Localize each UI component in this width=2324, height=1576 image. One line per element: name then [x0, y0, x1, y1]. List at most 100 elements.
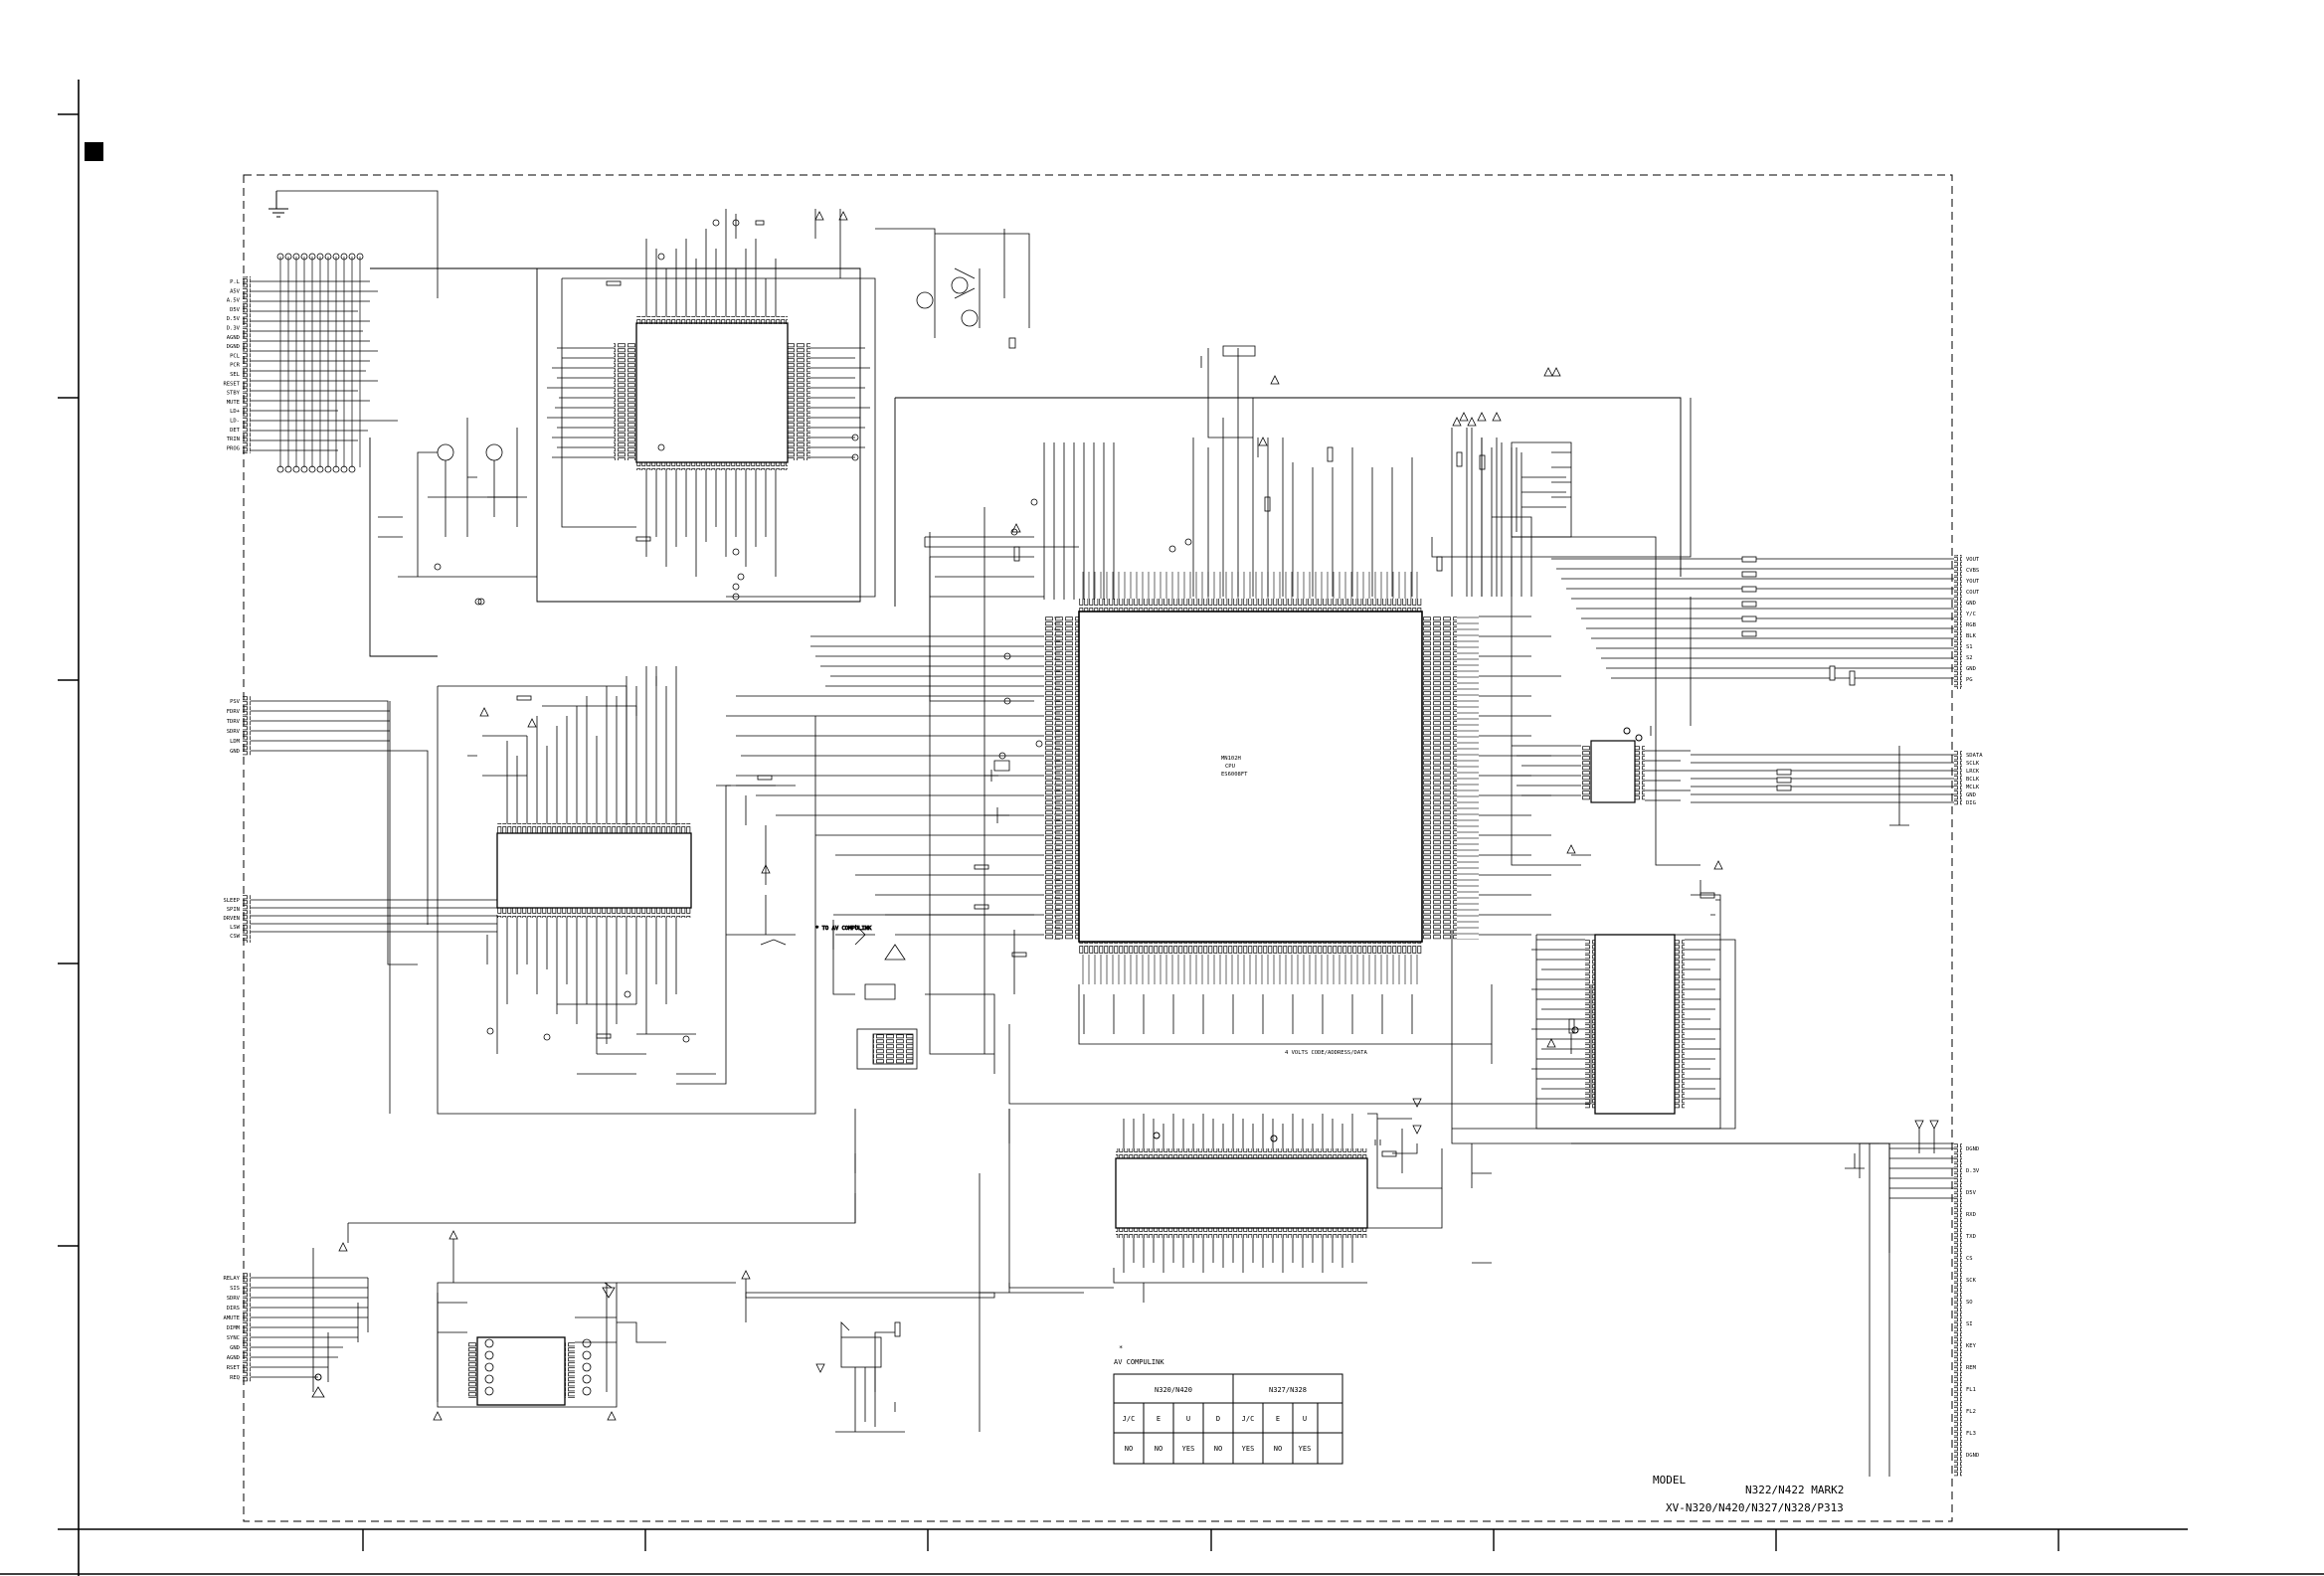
pin-label: SO: [1966, 1300, 1973, 1306]
pin-label: BLK: [1966, 633, 1977, 639]
pin-label: RSET: [227, 1365, 241, 1371]
pin-label: DIMM: [227, 1325, 241, 1331]
pin-label: AMUTE: [223, 1315, 240, 1321]
main-ic-components: [974, 345, 1561, 958]
connector-left-top: P.LA5VA.5VD5VD.5VD.3VAGNDDGNDPCLPCRSELRE…: [223, 190, 439, 473]
bus-note: 4 VOLTS CODE/ADDRESS/DATA: [1285, 1050, 1367, 1056]
pin-label: FL3: [1966, 1431, 1976, 1437]
pin-label: TRIN: [227, 437, 240, 442]
pin-label: PSV: [230, 699, 241, 705]
pin-label: LSW: [230, 925, 241, 931]
pin-label: RESET: [223, 381, 240, 387]
pin-label: FL1: [1966, 1387, 1976, 1393]
compulink-note-mark: *: [1119, 1344, 1123, 1352]
pin-label: FDRV: [227, 709, 241, 715]
pin-label: SCLK: [1966, 761, 1980, 767]
pin-label: DIRS: [227, 1306, 240, 1312]
pin-label: DGND: [227, 344, 240, 350]
compulink-value-cell: YES: [1182, 1445, 1195, 1453]
connector-left-bottom: RELAY SIS SDRV DIRS AMUTE DIMM SYNC GND AGND RSET…: [223, 1248, 369, 1398]
pin-label: SDRV: [227, 729, 241, 735]
pin-label: AGND: [227, 1355, 240, 1361]
pin-label: CS: [1966, 1256, 1973, 1262]
pin-label: D5V: [1966, 1190, 1977, 1196]
pin-label: REQ: [230, 1375, 240, 1381]
pin-label: RXD: [1966, 1212, 1976, 1218]
pin-label: MCLK: [1966, 785, 1980, 790]
ic-right-dac: [1511, 597, 1692, 866]
pin-label: CSW: [230, 934, 241, 940]
pin-label: LDM: [230, 739, 241, 745]
connector-right-bottom: DGNDD.3VD5VRXDTXDCSSCKSOSIKEYREMFL1FL2FL…: [1845, 1120, 1980, 1477]
pin-label: KEY: [1966, 1343, 1977, 1349]
compulink-note: * TO AV COMPULINK: [815, 926, 872, 932]
ic-main-cpu: MN102H CPU ES6008FT 4 VOLTS CODE/ADDRESS…: [1044, 572, 1479, 1056]
pin-label: SIS: [230, 1286, 240, 1292]
pin-label: SYNC: [227, 1335, 240, 1341]
bottom-wiring: [338, 1109, 1879, 1432]
pin-label: COUT: [1966, 590, 1980, 596]
board-outline: [243, 174, 1953, 1522]
pin-label: LD-: [230, 419, 240, 425]
pin-label: SCK: [1966, 1278, 1977, 1284]
pin-label: A5V: [230, 288, 241, 294]
ic-servo: [477, 209, 1030, 606]
pin-label: STBY: [227, 391, 241, 397]
ic-right-decoder: [1451, 860, 1890, 1253]
pin-label: Y/C: [1966, 612, 1976, 617]
compulink-value-cell: NO: [1155, 1445, 1162, 1453]
compulink-group-2: N327/N328: [1269, 1386, 1307, 1394]
transistor-pair-left: [378, 418, 537, 606]
pin-label: SDATA: [1966, 753, 1983, 759]
pin-label: D.3V: [1966, 1168, 1980, 1174]
compulink-group-1: N320/N420: [1155, 1386, 1192, 1394]
compulink-value-cell: NO: [1274, 1445, 1282, 1453]
pin-label: P.L: [230, 279, 241, 285]
compulink-value-cell: YES: [1242, 1445, 1255, 1453]
pin-label: DET: [230, 428, 241, 434]
compulink-value-cell: NO: [1125, 1445, 1133, 1453]
pin-label: GND: [1966, 792, 1976, 798]
pin-label: GND: [1966, 666, 1976, 672]
bus-lines-upper: [369, 267, 1682, 657]
pin-label: PG: [1966, 677, 1973, 683]
small-parts-mid: * TO AV COMPULINK: [815, 914, 1034, 1074]
pin-label: SEL: [230, 372, 241, 378]
compulink-header-cell: J/C: [1123, 1415, 1136, 1423]
pin-label: AGND: [227, 335, 240, 341]
main-ic-part: MN102H: [1221, 756, 1241, 762]
pin-label: D.5V: [227, 316, 241, 322]
pin-label: LD+: [230, 409, 241, 415]
pin-label: BCLK: [1966, 777, 1980, 783]
ic-lower-left: [433, 1230, 618, 1421]
model-line-1: N322/N422 MARK2: [1745, 1484, 1844, 1496]
pin-label: DGND: [1966, 1146, 1979, 1152]
main-ic-desc: CPU: [1225, 764, 1235, 770]
pin-label: S2: [1966, 655, 1973, 661]
pin-label: YOUT: [1966, 579, 1980, 585]
pin-label: GND: [230, 1345, 240, 1351]
pin-label: REM: [1966, 1365, 1977, 1371]
pin-label: SPIN: [227, 907, 240, 913]
pin-label: D.3V: [227, 326, 241, 332]
ic-lower-mid: [741, 1270, 995, 1433]
compulink-header-cell: E: [1276, 1415, 1280, 1423]
compulink-header-cell: J/C: [1242, 1415, 1255, 1423]
compulink-header-cell: U: [1303, 1415, 1307, 1423]
pin-label: TDRV: [227, 719, 241, 725]
model-block: MODEL N322/N422 MARK2 XV-N320/N420/N327/…: [1653, 1474, 1844, 1514]
pin-label: RELAY: [223, 1276, 240, 1282]
pin-label: PCL: [230, 353, 241, 359]
pin-label: DGND: [1966, 1453, 1979, 1459]
pin-label: FL2: [1966, 1409, 1976, 1415]
pin-label: GND: [1966, 601, 1976, 607]
pin-label: TXD: [1966, 1234, 1976, 1240]
pin-label: PROG: [227, 445, 240, 451]
pin-label: SLEEP: [223, 898, 240, 904]
pin-label: S1: [1966, 644, 1973, 650]
compulink-value-cell: YES: [1299, 1445, 1312, 1453]
pin-label: SDRV: [227, 1296, 241, 1302]
